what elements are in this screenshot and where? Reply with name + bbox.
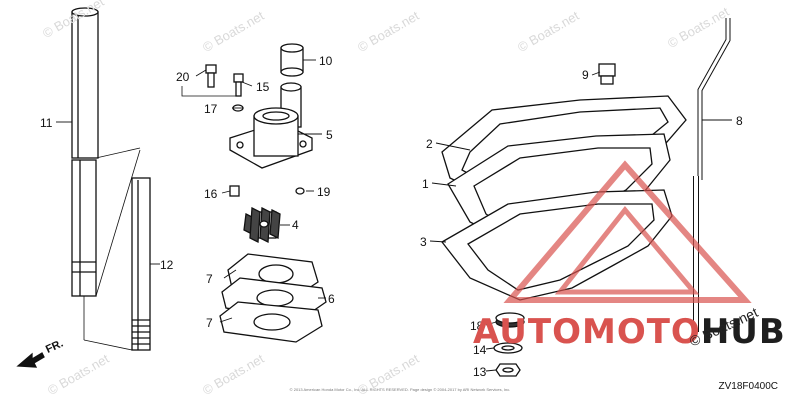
part-16-pin[interactable] (229, 185, 240, 197)
part-7-gasket-lower[interactable] (219, 301, 323, 343)
callout-4[interactable]: 4 (292, 218, 299, 232)
callout-6[interactable]: 6 (328, 292, 335, 306)
callout-10[interactable]: 10 (319, 54, 333, 68)
brand-triangle-logo (503, 160, 752, 303)
callout-15[interactable]: 15 (256, 80, 270, 94)
callout-14[interactable]: 14 (473, 343, 487, 357)
callout-16[interactable]: 16 (204, 187, 218, 201)
front-arrow-icon (16, 352, 45, 368)
part-8-water-tube[interactable] (693, 18, 731, 332)
part-19-o-ring[interactable] (295, 187, 305, 195)
callout-8[interactable]: 8 (736, 114, 743, 128)
part-9-plug[interactable] (598, 63, 616, 85)
callout-5[interactable]: 5 (326, 128, 333, 142)
automotohub-watermark: AUTOMOTOHUB (473, 312, 786, 352)
callout-2[interactable]: 2 (426, 137, 433, 151)
brand-moto: MOTO (581, 312, 701, 352)
part-4-impeller[interactable] (243, 206, 281, 244)
part-11-drive-shaft-tube[interactable] (71, 7, 99, 297)
part-15-bolt[interactable] (233, 73, 244, 97)
callout-1[interactable]: 1 (422, 177, 429, 191)
callout-3[interactable]: 3 (420, 235, 427, 249)
part-10-grommet[interactable] (280, 43, 304, 77)
part-12-drive-shaft[interactable] (83, 147, 151, 351)
brand-auto: AUTO (473, 312, 582, 352)
callout-12[interactable]: 12 (160, 258, 174, 272)
callout-18[interactable]: 18 (470, 319, 484, 333)
callout-17[interactable]: 17 (204, 102, 218, 116)
callout-9[interactable]: 9 (582, 68, 589, 82)
callout-7[interactable]: 7 (206, 272, 213, 286)
copyright-text: © 2013 American Honda Motor Co., Inc. AL… (289, 387, 511, 392)
part-13-nut[interactable] (495, 363, 521, 377)
callout-7[interactable]: 7 (206, 316, 213, 330)
callout-11[interactable]: 11 (40, 116, 53, 130)
leader-lines (56, 59, 732, 372)
diagram-code: ZV18F0400C (718, 381, 778, 392)
brand-hub: HUB (700, 312, 786, 352)
callout-20[interactable]: 20 (176, 70, 190, 84)
callout-19[interactable]: 19 (317, 185, 331, 199)
part-5-pump-housing[interactable] (229, 82, 313, 169)
part-20-bolt[interactable] (181, 64, 241, 97)
callout-13[interactable]: 13 (473, 365, 487, 379)
